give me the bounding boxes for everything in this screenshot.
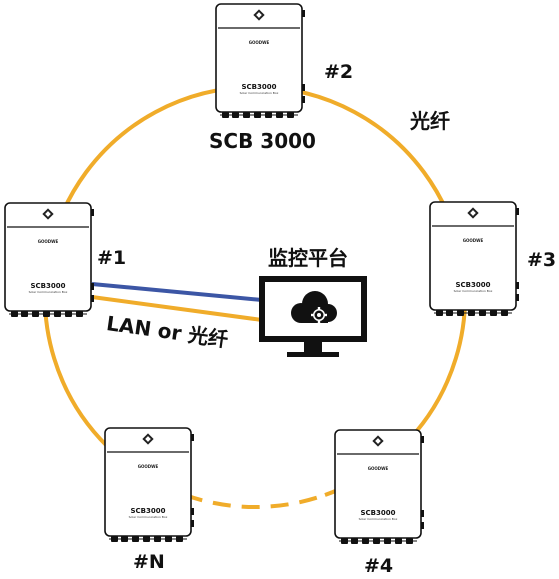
device-4: GOODWE SCB3000 Solar Communication Box [334,429,425,545]
device-caption: SCB 3000 [209,129,316,153]
monitor-icon [259,276,367,357]
fiber-ring-dashed-segment [184,493,326,510]
device-2-subtitle: Solar Communication Box [240,91,279,95]
device-3-number: #3 [527,249,557,271]
device-3-subtitle: Solar Communication Box [454,289,493,293]
device-n-model: SCB3000 [131,507,166,515]
device-2-logo: GOODWE [249,40,270,45]
device-4-logo: GOODWE [368,466,389,471]
lan-link [91,282,263,302]
device-3: GOODWE SCB3000 Solar Communication Box [429,201,520,317]
device-n: GOODWE SCB3000 Solar Communication Box [104,427,195,543]
cloud-gear-icon [291,291,337,323]
fiber-link [91,295,263,322]
device-4-subtitle: Solar Communication Box [359,517,398,521]
device-1-logo: GOODWE [38,239,59,244]
device-n-subtitle: Solar Communication Box [129,515,168,519]
device-1-model: SCB3000 [31,282,66,290]
monitor-platform-label: 监控平台 [268,246,348,270]
device-3-model: SCB3000 [456,281,491,289]
device-4-number: #4 [364,555,394,577]
device-1-number: #1 [97,247,127,269]
device-2-number: #2 [324,61,354,83]
device-2-model: SCB3000 [242,83,277,91]
device-2: GOODWE SCB3000 Solar Communication Box [215,3,306,119]
fiber-ring-label: 光纤 [410,109,450,133]
device-n-number: #N [133,551,165,573]
device-1-subtitle: Solar Communication Box [29,290,68,294]
device-n-logo: GOODWE [138,464,159,469]
device-4-model: SCB3000 [361,509,396,517]
device-1: GOODWE SCB3000 Solar Communication Box [4,202,95,318]
device-3-logo: GOODWE [463,238,484,243]
